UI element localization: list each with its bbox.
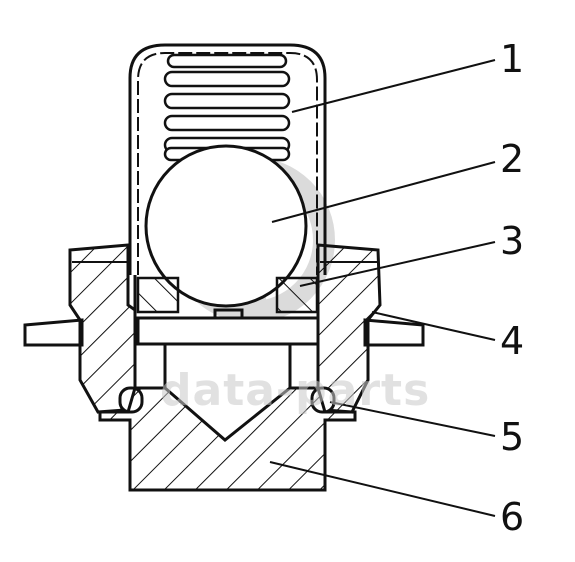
callout-2: 2 <box>500 137 525 181</box>
leader-lines <box>269 59 496 517</box>
callout-5: 5 <box>500 415 525 459</box>
nut-body <box>68 243 382 414</box>
threaded-insert <box>98 386 357 492</box>
callout-1: 1 <box>500 37 525 81</box>
valve-ball <box>144 144 308 308</box>
callout-3: 3 <box>500 219 525 263</box>
mounting-flange <box>23 318 425 347</box>
seat-ring <box>136 276 319 314</box>
valve-body <box>133 275 320 395</box>
spring <box>163 53 291 162</box>
watermark-text: data-parts <box>160 365 431 416</box>
spring-cap <box>128 43 327 275</box>
callout-6: 6 <box>500 495 525 539</box>
callout-4: 4 <box>500 319 525 363</box>
